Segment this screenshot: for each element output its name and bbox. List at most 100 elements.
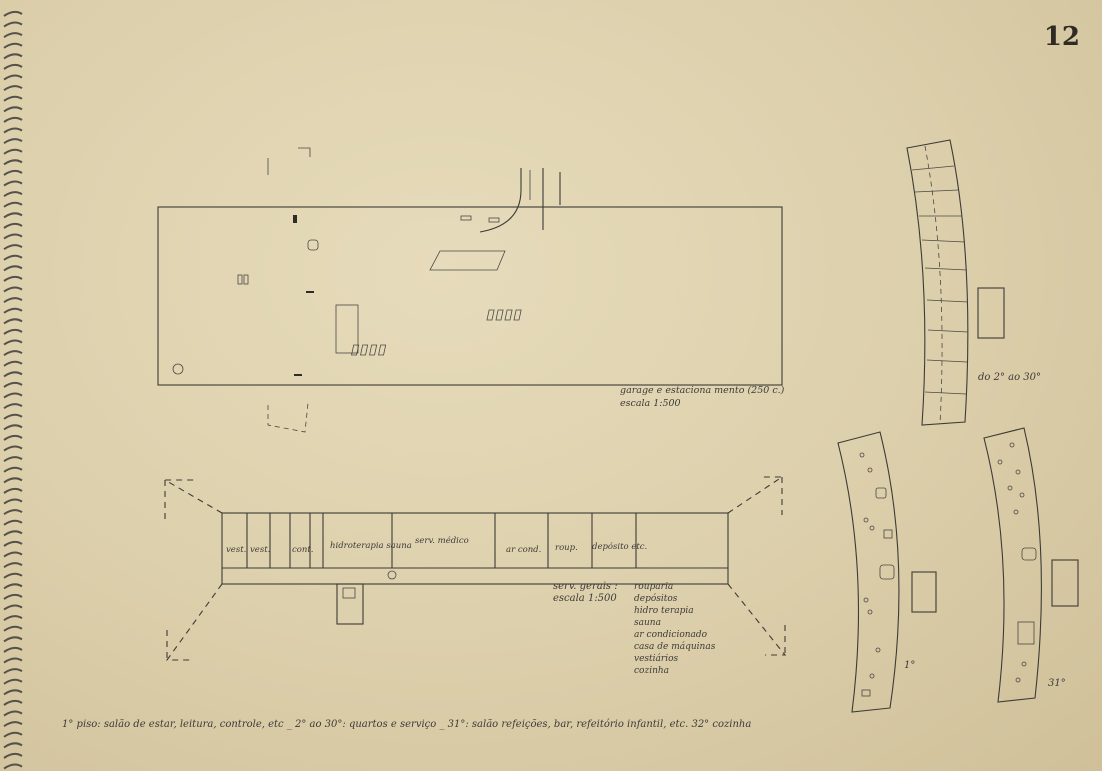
services-item: sauna <box>634 618 661 628</box>
binding-ring <box>3 63 23 70</box>
binding-ring <box>3 424 23 431</box>
binding-ring <box>3 191 23 198</box>
binding-ring <box>3 413 23 420</box>
binding-ring <box>3 477 23 484</box>
thirty-first-floor-plan: 31° <box>983 427 1079 703</box>
typical-floor-corridor <box>924 145 943 425</box>
binding-ring <box>3 466 23 473</box>
binding-ring <box>3 487 23 494</box>
site-mark <box>298 147 311 157</box>
room-label: serv. médico <box>415 535 469 546</box>
binding-ring <box>3 583 23 590</box>
room-label: hidroterapia sauna <box>330 541 412 551</box>
binding-ring <box>3 350 23 357</box>
room-label: depósito etc. <box>592 541 647 552</box>
services-item: ar condicionado <box>634 630 708 640</box>
thirty-first-floor-label: 31° <box>1048 678 1066 689</box>
binding-ring <box>3 392 23 399</box>
binding-ring <box>3 381 23 388</box>
binding-ring <box>3 10 23 17</box>
binding-ring <box>3 339 23 346</box>
ramp <box>429 250 506 271</box>
binding-ring <box>3 95 23 102</box>
binding-ring <box>3 328 23 335</box>
binding-ring <box>3 297 23 304</box>
binding-ring <box>3 678 23 685</box>
spiral-binding <box>3 10 23 770</box>
first-floor-label: 1° <box>904 660 915 671</box>
binding-ring <box>3 668 23 675</box>
binding-ring <box>3 53 23 60</box>
site-mark <box>294 374 302 376</box>
binding-ring <box>3 689 23 696</box>
elevator-core <box>336 583 364 625</box>
binding-ring <box>3 244 23 251</box>
binding-ring <box>3 434 23 441</box>
binding-ring <box>3 127 23 134</box>
binding-ring <box>3 74 23 81</box>
binding-ring <box>3 742 23 749</box>
typical-floor-outline <box>906 139 969 426</box>
site-mark <box>293 215 297 223</box>
binding-ring <box>3 456 23 463</box>
thirty-first-floor-outline <box>983 427 1042 703</box>
site-plan-caption: garage e estaciona mento (250 c.) <box>620 385 785 396</box>
binding-ring <box>3 360 23 367</box>
first-floor-outline <box>837 431 900 713</box>
binding-ring <box>3 498 23 505</box>
binding-ring <box>3 148 23 155</box>
binding-ring <box>3 42 23 49</box>
footer-note: 1° piso: salão de estar, leitura, contro… <box>62 719 751 730</box>
binding-ring <box>3 551 23 558</box>
ground-floor-outline <box>221 512 729 585</box>
binding-ring <box>3 275 23 282</box>
binding-ring <box>3 371 23 378</box>
binding-ring <box>3 699 23 706</box>
binding-ring <box>3 212 23 219</box>
binding-ring <box>3 657 23 664</box>
binding-ring <box>3 286 23 293</box>
services-caption: serv. gerais : <box>553 581 618 592</box>
binding-ring <box>3 106 23 113</box>
room-label: ar cond. <box>506 545 541 555</box>
site-boundary <box>157 206 783 386</box>
binding-ring <box>3 731 23 738</box>
binding-ring <box>3 593 23 600</box>
binding-ring <box>3 233 23 240</box>
binding-ring <box>3 318 23 325</box>
binding-ring <box>3 710 23 717</box>
binding-ring <box>3 530 23 537</box>
canopy-outline <box>727 476 784 514</box>
binding-ring <box>3 636 23 643</box>
binding-ring <box>3 85 23 92</box>
binding-ring <box>3 222 23 229</box>
binding-ring <box>3 646 23 653</box>
binding-ring <box>3 180 23 187</box>
canopy-outline <box>162 479 223 514</box>
binding-ring <box>3 519 23 526</box>
binding-ring <box>3 509 23 516</box>
binding-ring <box>3 307 23 314</box>
room-label: roup. <box>555 543 578 553</box>
typical-floor-label: do 2° ao 30° <box>978 372 1041 383</box>
access-road <box>479 168 522 233</box>
first-floor-plan: 1° <box>837 431 937 713</box>
column-symbol <box>387 570 397 580</box>
services-item: hidro terapia <box>634 606 694 616</box>
typical-floor-core <box>977 287 1005 339</box>
binding-ring <box>3 169 23 176</box>
furniture <box>859 452 895 697</box>
binding-ring <box>3 138 23 145</box>
canopy-outline <box>165 583 223 661</box>
binding-ring <box>3 562 23 569</box>
binding-ring <box>3 604 23 611</box>
canopy-outline <box>727 583 787 656</box>
services-item: casa de máquinas <box>634 641 716 652</box>
binding-ring <box>3 254 23 261</box>
services-item: rouparia <box>634 582 673 592</box>
site-mark <box>306 291 314 293</box>
binding-ring <box>3 540 23 547</box>
binding-ring <box>3 752 23 759</box>
binding-ring <box>3 721 23 728</box>
binding-ring <box>3 445 23 452</box>
